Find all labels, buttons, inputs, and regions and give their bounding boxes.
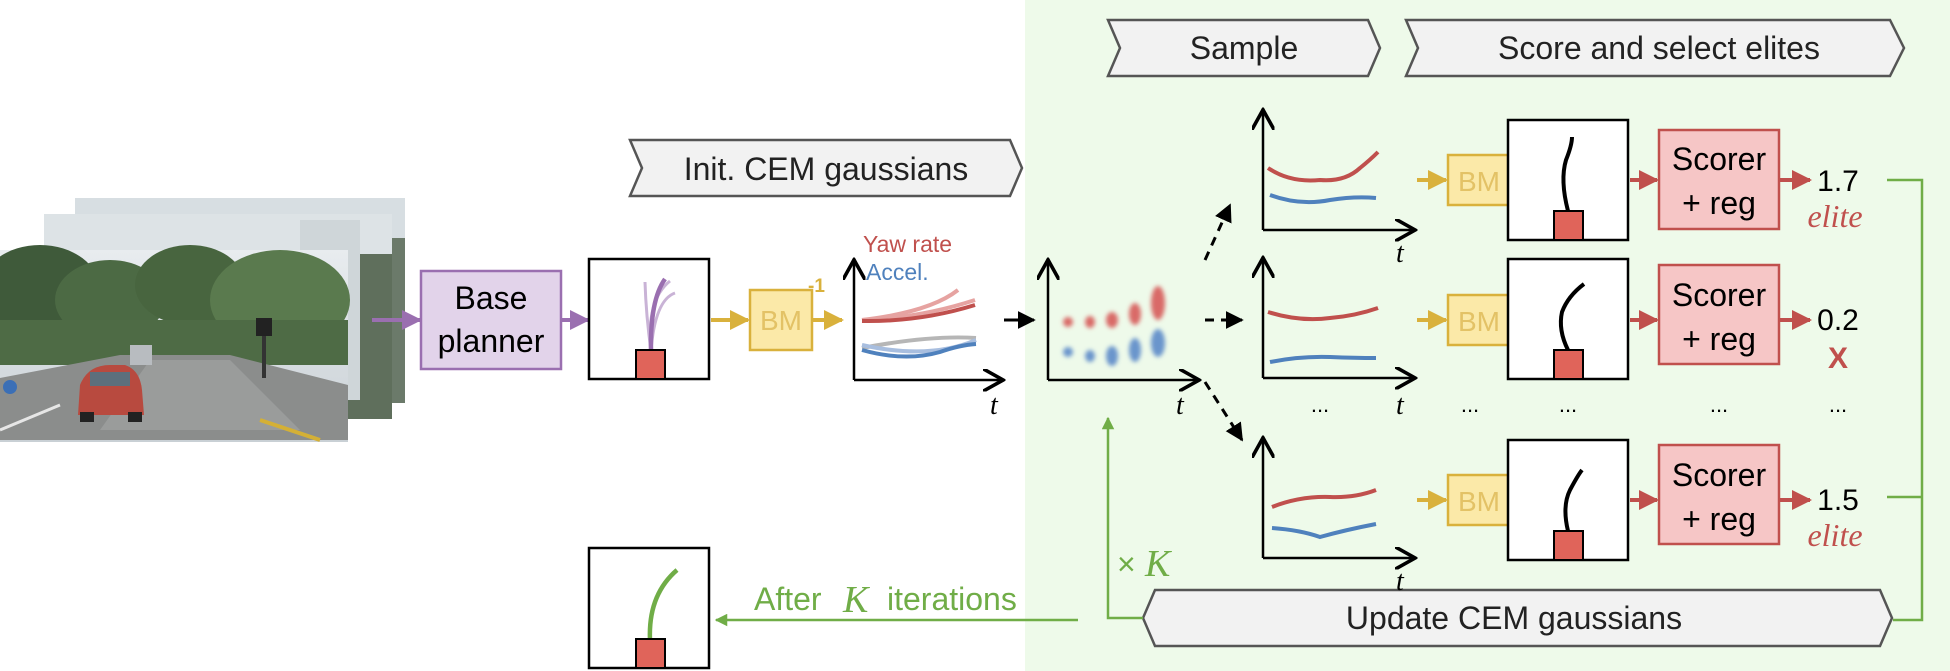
scorer-label-line2: + reg [1682,185,1756,221]
after-label: After [754,581,822,617]
ego-vehicle [635,349,666,380]
base-trajectory-box [587,257,711,381]
scorer-label-line2: + reg [1682,321,1756,357]
score-value-2: 0.2 [1817,304,1859,337]
init-controls-plot: Yaw rate Accel. t [854,231,1001,421]
axis-t-label: t [990,390,999,421]
k-symbol: K [842,579,870,621]
sample-arrow-bottom [1203,381,1244,442]
bm-inverse-exponent: -1 [808,276,825,297]
bm-box-3: BM [1446,473,1512,527]
bm-label: BM [1458,166,1500,197]
scorer-box-1: Scorer + reg [1657,128,1781,231]
iterate-arrow [1101,416,1143,620]
banner-score: Score and select elites [1404,18,1906,78]
ellipsis: ... [1311,392,1329,417]
legend-accel: Accel. [866,259,929,285]
ego-vehicle [1553,210,1584,241]
ellipsis: ... [1461,392,1479,417]
legend-yaw-rate: Yaw rate [863,231,952,257]
banner-update: Update CEM gaussians [1141,588,1894,648]
ellipsis: ... [1559,392,1577,417]
banner-init-cem: Init. CEM gaussians [628,138,1024,198]
banner-init-label: Init. CEM gaussians [684,151,969,187]
rollout-box-3 [1506,438,1630,562]
sample-arrow-top [1203,203,1232,261]
scorer-box-2: Scorer + reg [1657,263,1781,366]
base-trajectory-path [648,277,667,352]
bm-inverse-box: BM -1 [748,276,825,352]
scorer-box-3: Scorer + reg [1657,443,1781,546]
sample-plot-3: t [1263,440,1413,597]
final-trajectory-path [647,568,679,641]
base-planner-label-line2: planner [438,323,545,359]
score-value-3: 1.5 [1817,484,1859,517]
cem-gaussians-plot: t [1048,262,1197,421]
banner-update-label: Update CEM gaussians [1346,600,1682,636]
elite-tag-3: elite [1807,517,1862,553]
axis-t-label: t [1396,566,1405,597]
camera-images [0,198,405,442]
sample-plot-2: t [1263,260,1413,421]
final-trajectory-box [587,546,711,670]
k-symbol: K [1144,543,1172,585]
camera-frame-front [0,245,350,442]
init-yaw-rate-curve [861,303,976,324]
bm-inverse-label: BM [760,305,802,336]
axis-t-label: t [1396,238,1405,269]
sample-row-2: t BM Scorer + reg 0.2 X [1263,259,1859,421]
times-k-label: × K [1117,543,1172,585]
ellipsis: ... [1829,392,1847,417]
rollout-box-2 [1506,257,1630,381]
axis-t-label: t [1176,390,1185,421]
base-planner-box: Base planner [419,269,563,371]
scorer-label-line1: Scorer [1672,141,1767,177]
ellipsis-row: ... ... ... ... ... [1311,392,1847,417]
sample-plot-1: t [1263,112,1413,269]
banner-sample: Sample [1106,18,1382,78]
scorer-label-line2: + reg [1682,501,1756,537]
init-accel-curve [861,342,977,359]
scorer-label-line1: Scorer [1672,457,1767,493]
ellipsis: ... [1710,392,1728,417]
elite-bracket [1887,178,1924,622]
scorer-label-line1: Scorer [1672,277,1767,313]
axis-t-label: t [1396,390,1405,421]
base-planner-label-line1: Base [455,280,528,316]
times-symbol: × [1117,546,1136,582]
sample-row-1: t BM Scorer + reg 1.7 elite [1263,112,1863,269]
rollout-box-1 [1506,118,1630,242]
elite-tag-1: elite [1807,198,1862,234]
bm-label: BM [1458,306,1500,337]
ego-vehicle [1553,530,1584,561]
ego-vehicle [1553,349,1584,380]
ego-vehicle [635,638,666,669]
banner-score-label: Score and select elites [1498,30,1820,66]
bm-label: BM [1458,486,1500,517]
banner-sample-label: Sample [1190,30,1299,66]
bm-box-1: BM [1446,153,1512,207]
after-k-iterations-label: After K iterations [754,579,1017,621]
sample-row-3: t BM Scorer + reg 1.5 elite [1263,440,1863,597]
bm-box-2: BM [1446,293,1512,347]
score-value-1: 1.7 [1817,165,1859,198]
reject-mark: X [1828,342,1848,375]
iterations-label: iterations [887,581,1017,617]
